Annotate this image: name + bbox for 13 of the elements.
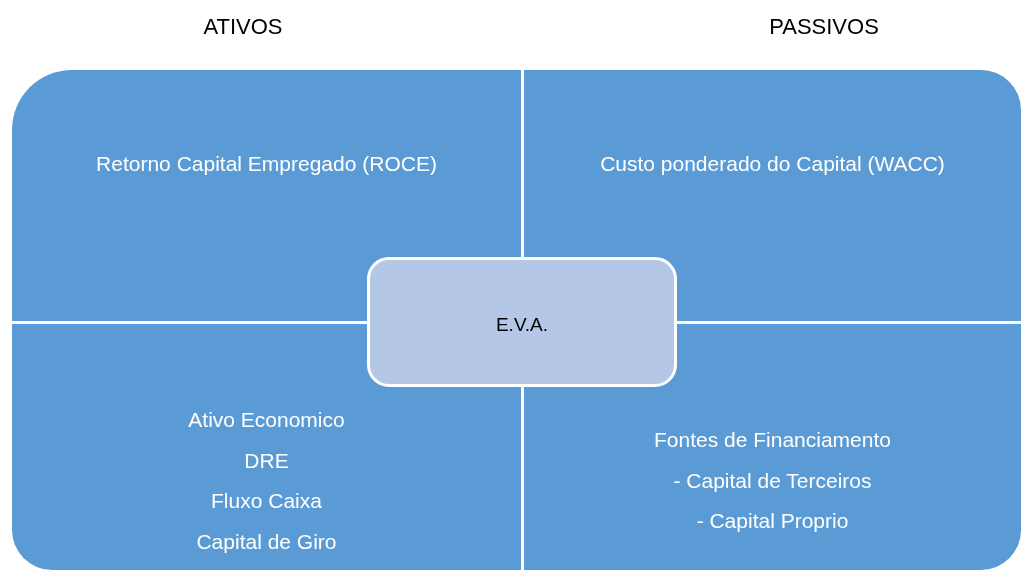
quadrant-text: Fluxo Caixa xyxy=(210,489,323,513)
quadrant-text: - Capital de Terceiros xyxy=(672,469,873,493)
column-heading: ATIVOS xyxy=(203,14,283,40)
quadrant-text: - Capital Proprio xyxy=(695,509,850,533)
quadrant-text: Capital de Giro xyxy=(195,530,338,554)
quadrant-text: DRE xyxy=(243,449,290,473)
center-box xyxy=(367,257,677,387)
column-heading: PASSIVOS xyxy=(769,14,879,40)
quadrant-text: Custo ponderado do Capital (WACC) xyxy=(599,152,946,176)
center-label: E.V.A. xyxy=(494,313,550,337)
quadrant-text: Ativo Economico xyxy=(187,408,346,432)
quadrant-text: Fontes de Financiamento xyxy=(653,428,892,452)
quadrant-text: Retorno Capital Empregado (ROCE) xyxy=(95,152,438,176)
